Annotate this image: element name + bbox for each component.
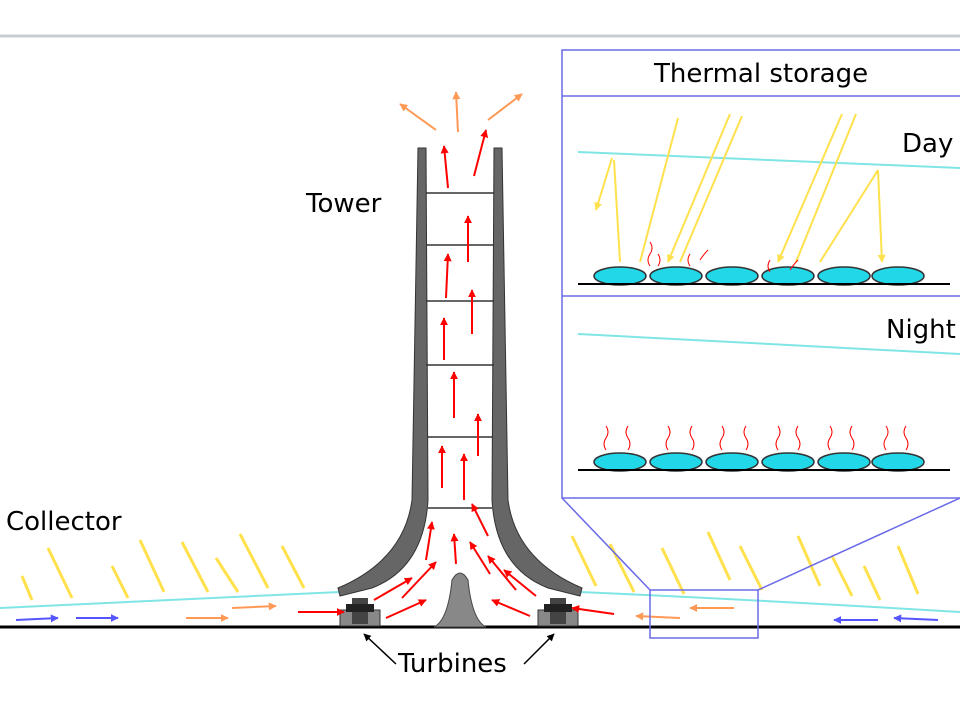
thermal-storage-title: Thermal storage (653, 59, 868, 89)
turbines-pointers (363, 633, 555, 665)
heat-squiggles-night (603, 425, 909, 451)
tower-label: Tower (305, 189, 382, 219)
turbine-left (339, 598, 381, 627)
collector-zoom-box (649, 589, 759, 639)
heat-squiggles-day (647, 241, 799, 273)
tower-floors (426, 192, 494, 509)
tower-left-wall (337, 147, 429, 597)
night-label: Night (886, 315, 956, 345)
collector-label: Collector (6, 507, 122, 537)
turbine-right (537, 598, 579, 627)
thermal-storage-inset (561, 49, 960, 499)
turbines-label: Turbines (397, 649, 507, 679)
central-cone (433, 572, 487, 628)
zoom-line-right (757, 497, 960, 591)
day-label: Day (902, 129, 953, 159)
warm-air-arrows (186, 91, 734, 622)
collector-roof (0, 591, 341, 609)
hot-air-arrows (298, 129, 615, 619)
zoom-line-left (561, 497, 651, 591)
collector-roof-right (579, 591, 960, 613)
tower-right-wall (491, 147, 583, 597)
sun-rays-day (594, 113, 886, 263)
cool-air-arrows (15, 614, 939, 624)
